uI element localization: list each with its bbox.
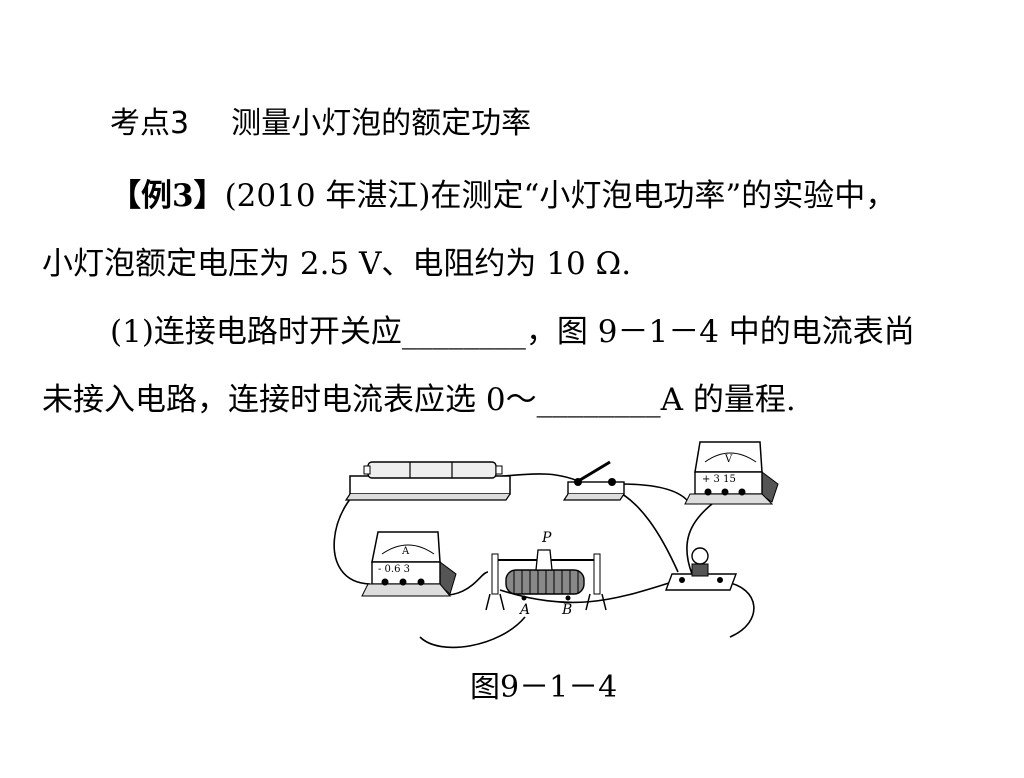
- voltmeter-letter: V: [724, 454, 733, 465]
- ammeter: A - 0.6 3: [361, 531, 457, 597]
- topic-heading: 考点3 测量小灯泡的额定功率: [110, 104, 531, 144]
- circuit-diagram: V + 3 15 A - 0.6 3: [333, 441, 779, 649]
- example-line-1: 【例3】(2010 年湛江)在测定“小灯泡电功率”的实验中，: [110, 176, 896, 216]
- question-line-1: (1)连接电路时开关应________，图 9－1－4 中的电流表尚: [110, 314, 915, 350]
- switch: [562, 460, 625, 501]
- voltmeter-terminal-labels: + 3 15: [702, 474, 736, 485]
- rheostat-slider-label: P: [541, 530, 552, 546]
- rheostat-terminal-b-label: B: [561, 602, 572, 618]
- battery-pack: [344, 461, 511, 501]
- voltmeter: V + 3 15: [684, 441, 779, 505]
- topic-number: 考点3: [110, 106, 190, 141]
- rheostat: P A B: [485, 530, 607, 618]
- example-line-1-text: (2010 年湛江)在测定“小灯泡电功率”的实验中，: [224, 178, 897, 214]
- example-label: 【例3】: [110, 178, 225, 214]
- topic-title: 测量小灯泡的额定功率: [231, 106, 532, 141]
- light-bulb: [664, 547, 738, 591]
- ammeter-terminal-labels: - 0.6 3: [378, 564, 410, 575]
- question-line-2: 未接入电路，连接时电流表应选 0～________A 的量程.: [42, 382, 796, 418]
- rheostat-terminal-a-label: A: [518, 602, 530, 618]
- figure-caption: 图9－1－4: [470, 670, 618, 705]
- ammeter-letter: A: [401, 546, 410, 557]
- example-line-2: 小灯泡额定电压为 2.5 V、电阻约为 10 Ω.: [42, 246, 632, 282]
